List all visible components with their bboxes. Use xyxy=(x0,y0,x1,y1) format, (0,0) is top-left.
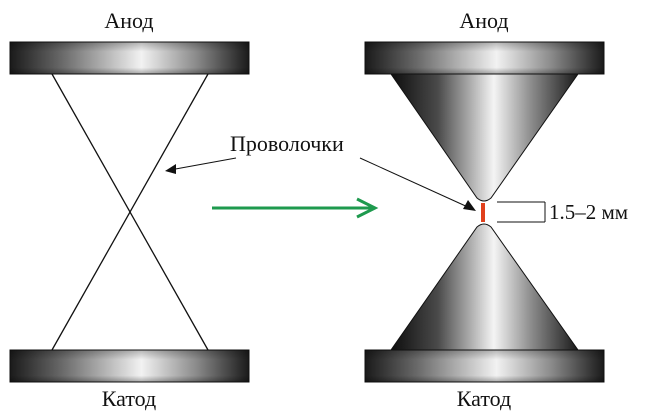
gap-label: 1.5–2 мм xyxy=(549,200,628,224)
cathode-left-label: Катод xyxy=(102,386,156,411)
wire-gap-spark xyxy=(481,203,485,222)
left-anode-plate xyxy=(9,41,250,75)
wires-label: Проволочки xyxy=(230,131,344,156)
cathode-right-label: Катод xyxy=(457,386,511,411)
wires-pointer-left xyxy=(165,157,237,174)
wires-pointer-right xyxy=(359,157,476,211)
anode-left-label: Анод xyxy=(104,8,153,33)
lower-cone xyxy=(390,223,579,351)
right-cathode-plate xyxy=(364,349,605,383)
left-cathode-plate xyxy=(9,349,250,383)
upper-cone xyxy=(390,73,579,202)
gap-dimension xyxy=(497,201,546,223)
anode-right-label: Анод xyxy=(459,8,508,33)
transition-arrow xyxy=(212,197,379,219)
left-wire-2 xyxy=(51,73,209,351)
right-anode-plate xyxy=(364,41,605,75)
